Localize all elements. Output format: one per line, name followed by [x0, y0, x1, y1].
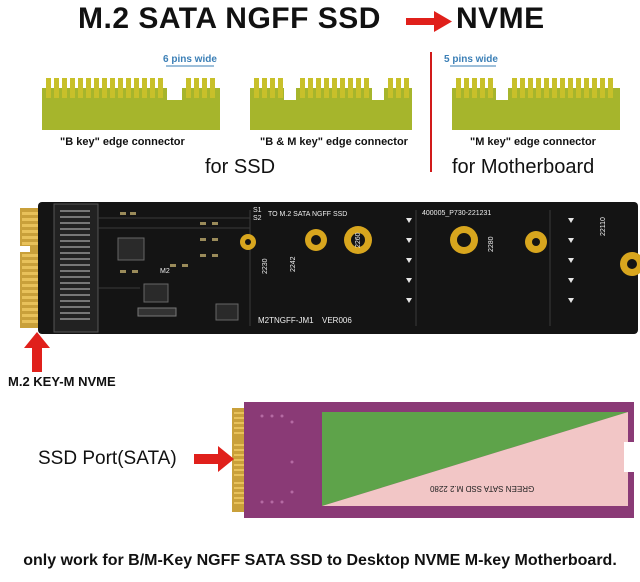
title-right: NVME [456, 2, 545, 35]
mounting-holes [240, 226, 640, 276]
key-m-label: M.2 KEY-M NVME [8, 374, 116, 389]
board-model-label: M2TNGFF-JM1 [258, 316, 314, 325]
bm-key-connector-icon [250, 76, 412, 130]
board-to-label: TO M.2 SATA NGFF SSD [268, 211, 348, 218]
for-ssd-label: for SSD [205, 156, 276, 178]
title-row: M.2 SATA NGFF SSD NVME [0, 0, 640, 40]
ssd-edge-connector-icon [232, 408, 246, 512]
for-motherboard-label: for Motherboard [452, 156, 595, 178]
size-2230-label: 2230 [262, 258, 269, 274]
title-left: M.2 SATA NGFF SSD [78, 2, 381, 35]
ssd-label: GREEN SATA SSD M.2 2280 [430, 484, 535, 493]
board-version-label: VER006 [322, 316, 352, 325]
bm-key-label: "B & M key" edge connector [260, 136, 408, 148]
b-key-label: "B key" edge connector [60, 136, 185, 148]
m-key-pins-note: 5 pins wide [444, 54, 498, 65]
arrow-up-icon [24, 332, 50, 372]
adapter-board [20, 202, 640, 334]
b-key-pins-note: 6 pins wide [163, 54, 217, 65]
connector-diagrams [42, 65, 620, 130]
compatibility-note: only work for B/M-Key NGFF SATA SSD to D… [23, 552, 617, 569]
arrow-right-small-icon [194, 446, 234, 472]
size-2242-label: 2242 [290, 256, 297, 272]
size-2260-label: 2260 [355, 232, 362, 248]
adapter-edge-connector-icon [20, 208, 40, 328]
sata-ssd [232, 402, 636, 518]
section-divider [430, 52, 432, 172]
board-m2-label: M2 [160, 268, 170, 275]
board-s2-label: S2 [253, 215, 262, 222]
size-22110-label: 22110 [600, 217, 607, 236]
m-key-label: "M key" edge connector [470, 136, 596, 148]
board-s1-label: S1 [253, 207, 262, 214]
board-part-label: 400005_P730-221231 [422, 210, 492, 217]
m-key-connector-icon [450, 65, 620, 130]
b-key-connector-icon [42, 65, 220, 130]
ssd-port-label: SSD Port(SATA) [38, 448, 177, 469]
size-2280-label: 2280 [488, 236, 495, 252]
arrow-right-icon [406, 11, 452, 32]
